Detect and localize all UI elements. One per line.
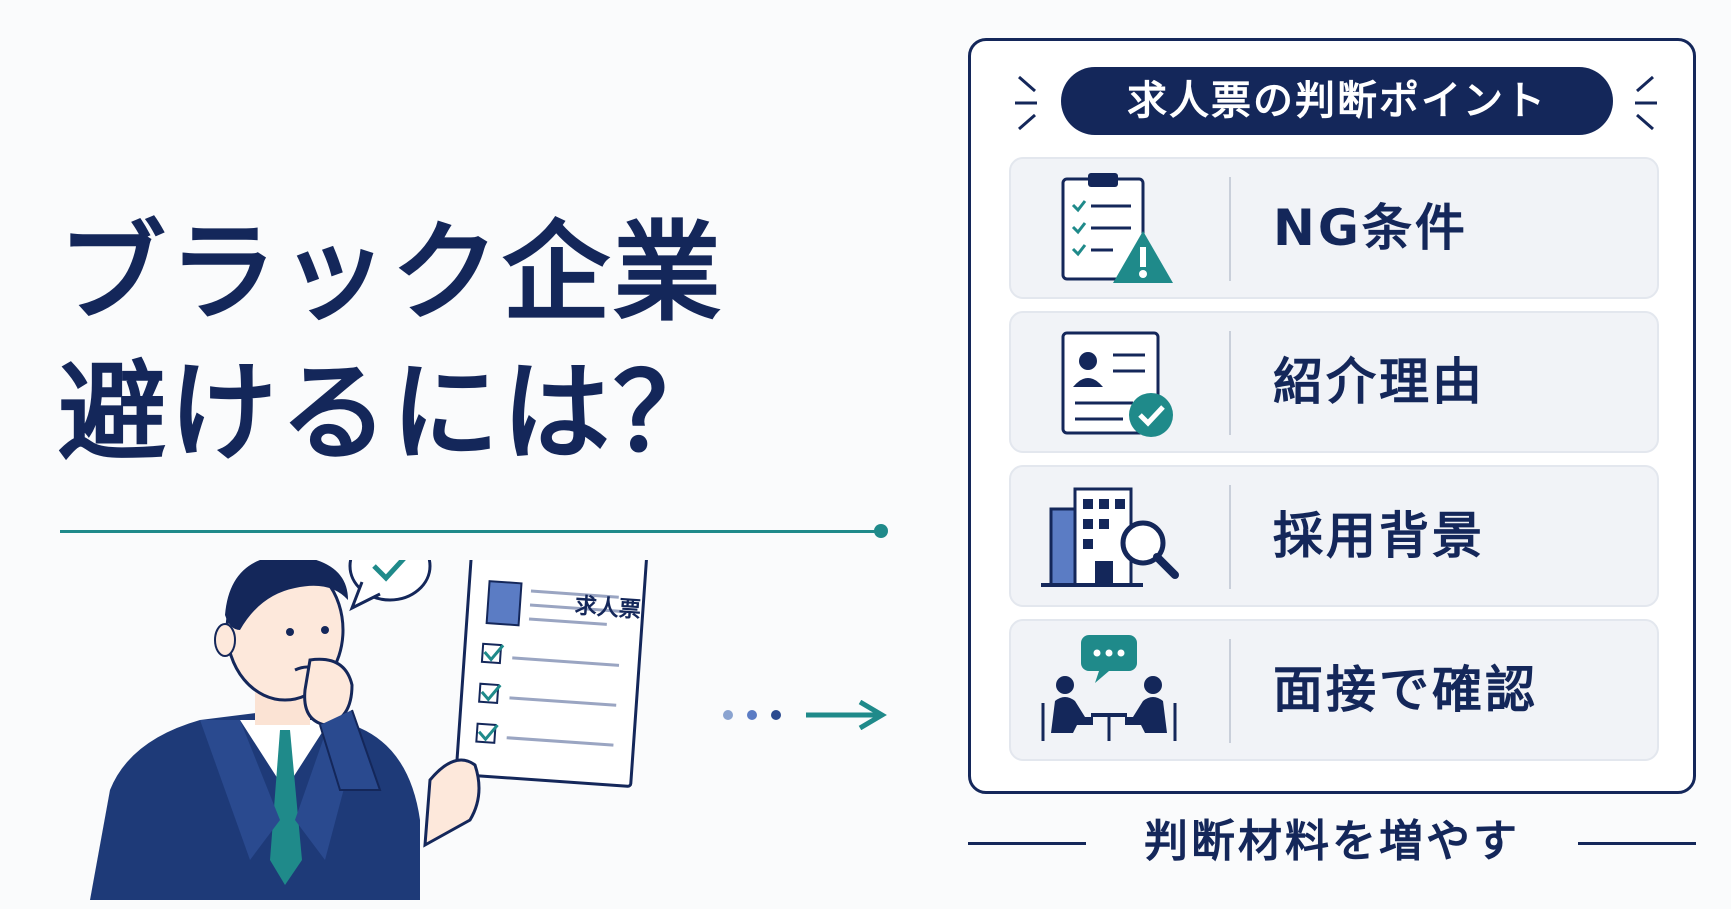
checkpoint-label: NG条件: [1273, 199, 1468, 257]
checklist-warning-icon: [1061, 173, 1173, 283]
checkpoint-panel: 求人票の判断ポイント NG条件: [968, 38, 1696, 794]
businessman-reading-document-illustration: [90, 560, 650, 900]
headline-line-2: 避けるには？: [58, 351, 725, 476]
panel-heading: 求人票の判断ポイント: [1061, 67, 1613, 135]
checkpoint-item-ng-conditions: NG条件: [1009, 157, 1659, 299]
checkpoint-label: 紹介理由: [1273, 353, 1485, 411]
interview-chat-icon: [1041, 635, 1177, 741]
checkpoint-item-confirm-at-interview: 面接で確認: [1009, 619, 1659, 761]
row-separator: [1229, 485, 1231, 589]
row-separator: [1229, 177, 1231, 281]
row-separator: [1229, 639, 1231, 743]
headline-line-1: ブラック企業: [58, 211, 725, 336]
footer-text: 判断材料を増やす: [1144, 816, 1520, 867]
footer-caption: 判断材料を増やす: [968, 812, 1696, 872]
checkpoint-label: 面接で確認: [1273, 661, 1538, 719]
arrow-right-icon: [723, 700, 887, 730]
profile-card-check-icon: [1061, 331, 1173, 437]
footer-line-right: [1578, 842, 1696, 845]
divider-dot: [874, 524, 888, 538]
burst-left-icon: [1015, 75, 1037, 131]
building-search-icon: [1041, 487, 1179, 587]
footer-line-left: [968, 842, 1086, 845]
checkpoint-item-hiring-background: 採用背景: [1009, 465, 1659, 607]
burst-right-icon: [1635, 75, 1657, 131]
divider-line: [60, 530, 880, 533]
row-separator: [1229, 331, 1231, 435]
checkpoint-label: 採用背景: [1273, 507, 1485, 565]
checkpoint-item-referral-reason: 紹介理由: [1009, 311, 1659, 453]
